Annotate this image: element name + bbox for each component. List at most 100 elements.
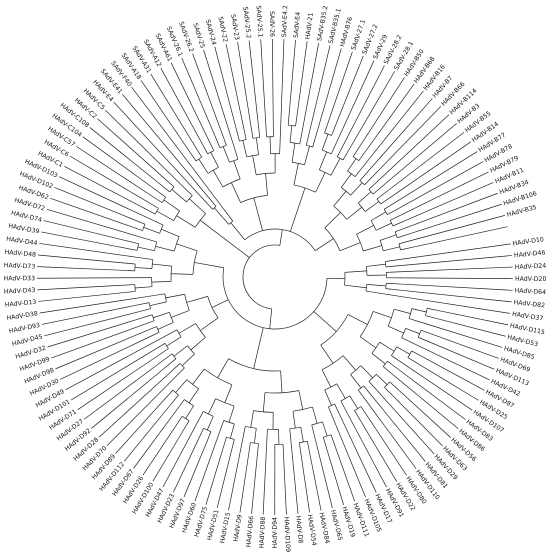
internal-branch bbox=[298, 442, 302, 456]
leaf-branch bbox=[39, 296, 149, 314]
leaf-label: HAdV-D10 bbox=[512, 236, 544, 247]
leaf-branch bbox=[44, 312, 137, 337]
internal-branch bbox=[364, 201, 380, 212]
internal-branch bbox=[292, 411, 296, 429]
tree-arc bbox=[264, 390, 299, 394]
internal-branch bbox=[119, 284, 135, 286]
tree-arc bbox=[204, 368, 233, 386]
internal-branch bbox=[197, 428, 204, 441]
leaf-branch bbox=[89, 127, 157, 182]
internal-branch bbox=[364, 173, 376, 186]
internal-branch bbox=[220, 131, 227, 146]
internal-branch bbox=[185, 405, 194, 419]
leaf-branch bbox=[403, 277, 513, 280]
internal-branch bbox=[376, 373, 388, 385]
tree-arc bbox=[228, 220, 234, 225]
internal-branch bbox=[219, 203, 234, 222]
internal-branch bbox=[411, 308, 427, 313]
internal-branch bbox=[255, 137, 259, 155]
internal-branch bbox=[356, 225, 374, 235]
internal-branch bbox=[330, 158, 341, 176]
leaf-label: HAdV-D44 bbox=[6, 236, 38, 247]
internal-branch bbox=[425, 315, 439, 320]
internal-branch bbox=[266, 429, 268, 445]
leaf-branch bbox=[403, 363, 473, 411]
internal-branch bbox=[254, 428, 257, 444]
internal-branch bbox=[299, 127, 304, 144]
internal-branch bbox=[265, 173, 268, 196]
internal-branch bbox=[363, 245, 382, 252]
internal-branch bbox=[391, 355, 404, 365]
leaf-branch bbox=[388, 132, 465, 191]
internal-branch bbox=[373, 311, 392, 319]
internal-branch bbox=[289, 125, 293, 143]
tree-arc bbox=[352, 156, 360, 161]
leaf-branch bbox=[162, 424, 197, 488]
internal-branch bbox=[171, 189, 187, 203]
tree-arc bbox=[151, 259, 154, 269]
internal-branch bbox=[295, 111, 298, 127]
internal-branch bbox=[279, 229, 283, 246]
leaf-label: HAdV-D74 bbox=[10, 210, 42, 224]
leaf-branch bbox=[97, 118, 162, 176]
leaf-branch bbox=[347, 414, 387, 488]
leaf-branch bbox=[140, 80, 188, 149]
internal-branch bbox=[230, 423, 235, 439]
internal-branch bbox=[218, 420, 225, 435]
internal-branch bbox=[359, 169, 371, 181]
tree-arc bbox=[253, 410, 274, 413]
internal-branch bbox=[257, 122, 261, 138]
leaf-branch bbox=[43, 220, 125, 241]
tree-arc bbox=[242, 244, 280, 310]
internal-branch bbox=[156, 210, 174, 221]
internal-branch bbox=[347, 314, 368, 325]
leaf-label: SAdV-25.2 bbox=[241, 6, 251, 39]
leaf-label: HAdV-D46 bbox=[514, 249, 546, 259]
leaf-branch bbox=[329, 51, 353, 119]
leaf-label: HAdV-D13 bbox=[5, 299, 37, 309]
internal-branch bbox=[137, 246, 155, 252]
internal-branch bbox=[198, 158, 209, 174]
leaf-label: HAdV-D43 bbox=[4, 287, 36, 296]
internal-branch bbox=[178, 323, 196, 334]
leaf-label: SAdV-26 bbox=[268, 11, 275, 37]
internal-branch bbox=[331, 121, 338, 136]
leaf-branch bbox=[192, 53, 222, 132]
leaf-branch bbox=[91, 367, 165, 429]
leaf-label: SAdV-B35.2 bbox=[316, 5, 329, 42]
leaf-branch bbox=[60, 338, 146, 380]
internal-branch bbox=[206, 137, 215, 151]
tree-branches bbox=[36, 39, 513, 516]
leaf-branch bbox=[359, 77, 405, 146]
leaf-branch bbox=[438, 318, 506, 337]
internal-branch bbox=[163, 199, 180, 212]
leaf-branch bbox=[413, 215, 505, 241]
internal-branch bbox=[396, 346, 410, 355]
leaf-branch bbox=[333, 420, 366, 498]
internal-branch bbox=[336, 383, 346, 399]
leaf-branch bbox=[411, 203, 502, 234]
internal-branch bbox=[155, 348, 169, 358]
internal-branch bbox=[231, 182, 241, 203]
internal-branch bbox=[357, 389, 368, 403]
internal-branch bbox=[153, 312, 170, 319]
internal-branch bbox=[336, 141, 346, 157]
internal-branch bbox=[228, 405, 235, 423]
internal-branch bbox=[151, 281, 172, 283]
leaf-label: HAdV-D93 bbox=[8, 322, 40, 335]
leaf-branch bbox=[340, 417, 377, 493]
internal-branch bbox=[157, 322, 174, 330]
internal-branch bbox=[242, 140, 248, 158]
internal-branch bbox=[166, 336, 182, 347]
leaf-branch bbox=[38, 292, 121, 302]
internal-branch bbox=[162, 389, 174, 402]
internal-branch bbox=[334, 403, 342, 418]
internal-branch bbox=[250, 410, 254, 428]
tree-arc bbox=[384, 381, 390, 388]
internal-branch bbox=[344, 270, 367, 273]
internal-branch bbox=[387, 360, 400, 371]
leaf-branch bbox=[402, 255, 513, 266]
internal-branch bbox=[279, 136, 281, 154]
internal-branch bbox=[330, 434, 336, 448]
internal-branch bbox=[385, 288, 403, 291]
